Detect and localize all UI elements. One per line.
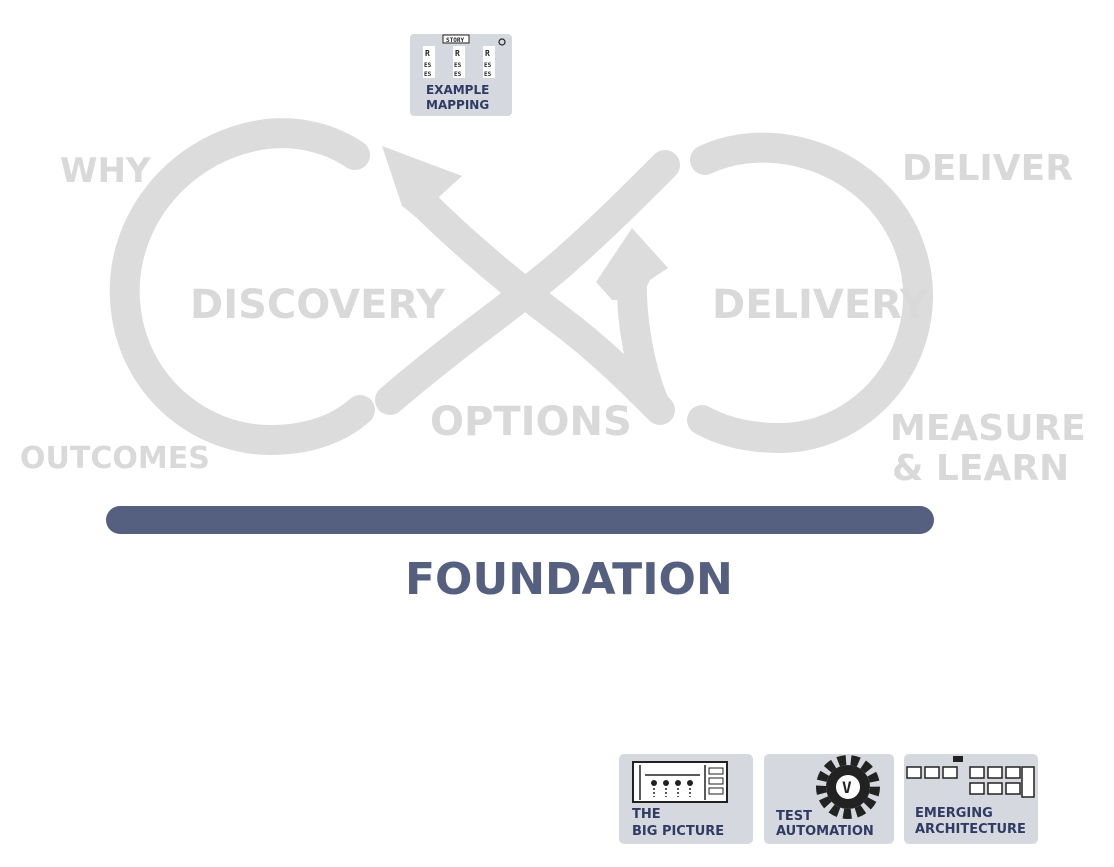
infinity-loop [109, 118, 934, 456]
discovery-label: DISCOVERY [190, 282, 446, 328]
test-automation-title-1: TEST [776, 809, 812, 824]
example-mapping-column-2: R ES ES [453, 46, 465, 78]
options-label: OPTIONS [430, 399, 632, 445]
learn-label: & LEARN [892, 448, 1069, 489]
svg-text:ES: ES [484, 71, 492, 78]
svg-text:ES: ES [424, 71, 432, 78]
big-picture-title-2: BIG PICTURE [632, 824, 724, 839]
emerging-architecture-title-2: ARCHITECTURE [915, 822, 1026, 837]
example-mapping-card[interactable]: STORY R ES ES R ES ES R ES ES EXAMPLE MA… [410, 34, 512, 116]
measure-label: MEASURE [890, 408, 1086, 449]
architecture-blocks-icon [906, 756, 1035, 798]
example-mapping-title-1: EXAMPLE [426, 83, 489, 97]
test-automation-card[interactable]: V TEST AUTOMATION [764, 754, 894, 844]
emerging-architecture-title-1: EMERGING [915, 806, 993, 821]
delivery-arrow-head [596, 228, 668, 300]
big-picture-title-1: THE [632, 807, 661, 822]
deliver-label: DELIVER [902, 148, 1073, 189]
foundation-label: FOUNDATION [405, 554, 733, 605]
outcomes-label: OUTCOMES [20, 441, 210, 476]
big-picture-card[interactable]: THE BIG PICTURE [619, 754, 753, 844]
gear-icon: V [816, 755, 880, 819]
delivery-loop [687, 132, 934, 454]
story-tag [442, 34, 470, 44]
discovery-loop [109, 118, 375, 456]
svg-text:R: R [425, 49, 430, 58]
test-automation-title-2: AUTOMATION [776, 824, 874, 839]
discovery-arrow-head [382, 146, 462, 222]
example-mapping-marker-icon [498, 38, 506, 46]
cross-stroke-up-right [375, 150, 680, 415]
emerging-architecture-card[interactable]: EMERGING ARCHITECTURE [904, 754, 1038, 844]
gear-letter: V [842, 778, 852, 797]
svg-text:ES: ES [454, 62, 462, 69]
example-mapping-column-3: R ES ES [483, 46, 495, 78]
story-tag-text: STORY [446, 37, 464, 44]
example-mapping-column-1: R ES ES [423, 46, 435, 78]
why-label: WHY [60, 151, 151, 191]
big-picture-board-icon [632, 761, 728, 803]
svg-text:ES: ES [454, 71, 462, 78]
svg-text:ES: ES [424, 62, 432, 69]
svg-text:ES: ES [484, 62, 492, 69]
example-mapping-title-2: MAPPING [426, 98, 489, 112]
cross-stroke-down-right [405, 185, 675, 425]
delivery-label: DELIVERY [712, 282, 930, 328]
svg-text:R: R [455, 49, 460, 58]
svg-text:R: R [485, 49, 490, 58]
